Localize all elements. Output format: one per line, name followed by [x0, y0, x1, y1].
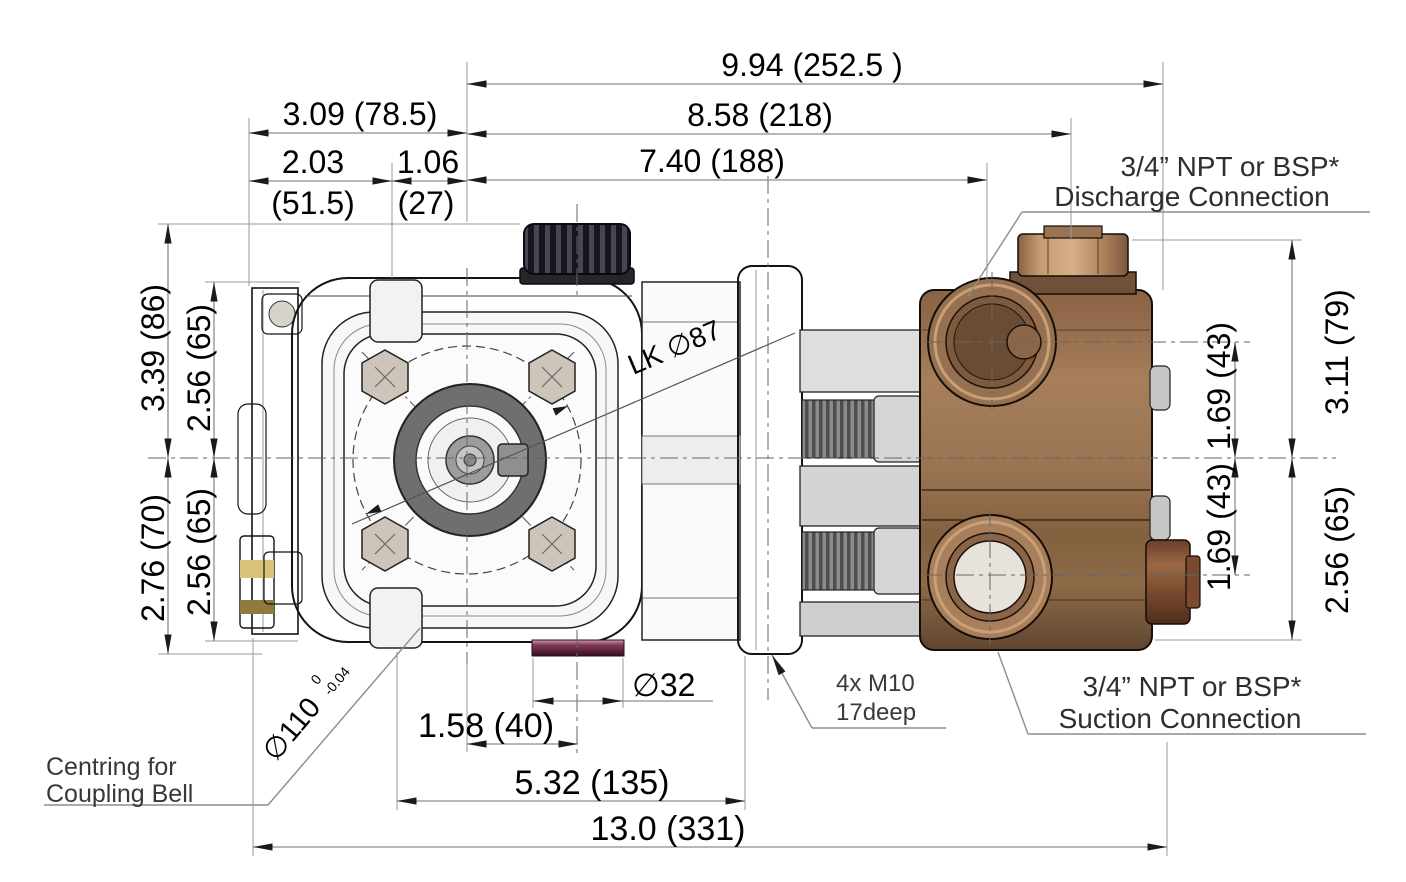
head-stud-end-bottom — [1149, 495, 1171, 541]
dimension-text: 9.94 (252.5 ) 8.58 (218) 7.40 (188) 3.09… — [135, 47, 1355, 848]
dim-994-label: 9.94 (252.5 ) — [721, 47, 902, 83]
shaft-hub — [393, 383, 547, 537]
dim-858-label: 8.58 (218) — [687, 97, 833, 133]
top-tab — [369, 279, 423, 343]
suction-connection-label: Suction Connection — [1059, 703, 1302, 734]
side-boss — [237, 403, 267, 515]
head-stud-end-top — [1149, 365, 1171, 411]
centring-label-line1: Centring for — [46, 753, 177, 781]
pump-illustration — [237, 223, 1201, 657]
crankcase-side-section — [641, 265, 803, 655]
crankcase-front-view — [291, 277, 643, 649]
gray-hex-fitting — [263, 551, 303, 605]
centring-label-line2: Coupling Bell — [46, 780, 193, 808]
dia-110-tol-lower: -0.04 — [320, 663, 353, 698]
dim-276-label: 2.76 (70) — [135, 494, 171, 622]
dim-130-label: 13.0 (331) — [591, 810, 746, 848]
suction-leader — [997, 651, 1029, 735]
dim-311-label: 3.11 (79) — [1319, 289, 1355, 415]
dim-256-bottom-right-label: 2.56 (65) — [1319, 486, 1355, 614]
pump-head — [919, 225, 1201, 651]
shaft-seal-boss — [261, 293, 303, 335]
label-leaders — [771, 211, 1370, 735]
m10-depth-label: 17deep — [836, 699, 916, 726]
suction-size-label: 3/4” NPT or BSP* — [1083, 671, 1302, 702]
m10-leader-arrow — [771, 654, 813, 729]
dim-106-mm-label: (27) — [398, 185, 455, 221]
dia-110-callout: ∅110 0 -0.04 — [257, 663, 353, 767]
dim-339-label: 3.39 (86) — [135, 284, 171, 412]
head-side-fitting — [1145, 539, 1191, 625]
discharge-connection-label: Discharge Connection — [1054, 181, 1330, 212]
dim-169-top-label: 1.69 (43) — [1201, 322, 1237, 450]
head-top-plug — [1009, 225, 1137, 295]
front-mounting-plate — [237, 287, 303, 635]
centring-leader — [267, 627, 421, 806]
dim-309-label: 3.09 (78.5) — [283, 96, 438, 132]
dimension-lines — [44, 80, 1296, 851]
bottom-tab — [369, 587, 423, 649]
dia-110-label: ∅110 — [257, 692, 327, 767]
drive-studs-section — [799, 329, 925, 637]
m10-bolts-label: 4x M10 — [836, 670, 915, 697]
shaft-key — [497, 443, 529, 477]
dim-740-label: 7.40 (188) — [639, 143, 785, 179]
dim-32-label: ∅32 — [632, 667, 695, 703]
brass-plug — [239, 535, 275, 629]
tie-stud-bottom — [801, 531, 883, 591]
callout-text: 3/4” NPT or BSP* Discharge Connection 3/… — [46, 151, 1340, 808]
centerlines — [148, 176, 1336, 756]
oil-sight-gauge — [531, 639, 625, 657]
dim-106-label: 1.06 — [397, 144, 459, 180]
dim-169-bottom-label: 1.69 (43) — [1201, 463, 1237, 591]
dim-203-mm-label: (51.5) — [271, 185, 355, 221]
dim-158-label: 1.58 (40) — [418, 707, 554, 745]
extension-lines — [158, 62, 1302, 856]
lk-leader-line — [351, 332, 796, 525]
dim-256-top-left-label: 2.56 (65) — [181, 304, 217, 432]
discharge-leader — [967, 211, 1023, 297]
tie-stud-top — [801, 399, 883, 459]
dim-203-label: 2.03 — [282, 144, 344, 180]
rear-mounting-flange — [737, 265, 803, 655]
discharge-size-label: 3/4” NPT or BSP* — [1121, 151, 1340, 182]
dim-256-bottom-left-label: 2.56 (65) — [181, 488, 217, 616]
dim-532-label: 5.32 (135) — [515, 764, 670, 802]
